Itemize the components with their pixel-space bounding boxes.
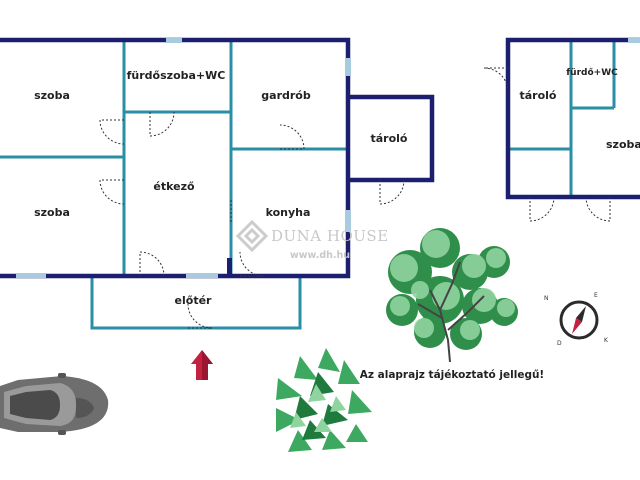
doors — [99, 111, 405, 329]
room-label-furdo-right: fürdő+WC — [566, 68, 618, 78]
watermark: DUNA HOUSE www.dh.hu — [235, 219, 389, 261]
outbuilding: tároló fürdő+WC szoba — [483, 37, 640, 222]
room-label-szoba-top: szoba — [34, 89, 70, 102]
entrance-arrow-icon — [191, 350, 213, 380]
compass-letter-e: E — [594, 292, 598, 299]
room-label-etkezo: étkező — [153, 180, 195, 193]
windows — [16, 38, 351, 278]
watermark-logo-icon — [235, 219, 269, 253]
room-label-konyha: konyha — [266, 206, 311, 219]
outbuilding-inner-walls — [510, 40, 616, 197]
watermark-url: www.dh.hu — [290, 250, 350, 261]
room-label-tarolo-center: tároló — [371, 132, 408, 145]
room-label-szoba-right: szoba — [606, 138, 640, 151]
tree-icon — [386, 228, 518, 363]
room-label-furdoszoba: fürdőszoba+WC — [127, 69, 226, 82]
watermark-brand: DUNA HOUSE — [271, 227, 389, 245]
compass-icon: N E D K — [544, 292, 609, 347]
bush-icon — [276, 348, 372, 452]
car-icon — [0, 373, 109, 435]
compass-letter-k: K — [604, 337, 609, 344]
room-label-eloter: előtér — [175, 294, 213, 307]
wall-stub — [227, 258, 232, 276]
disclaimer-note: Az alaprajz tájékoztató jellegű! — [360, 369, 544, 381]
main-house: szoba szoba fürdőszoba+WC gardrób étkező… — [0, 37, 435, 330]
compass-letter-n: N — [544, 295, 549, 302]
compass-letter-s: D — [557, 340, 562, 347]
outbuilding-window — [628, 38, 640, 43]
room-label-gardrob: gardrób — [261, 89, 311, 102]
room-label-tarolo-right: tároló — [520, 89, 557, 102]
room-label-szoba-bottom: szoba — [34, 206, 70, 219]
outbuilding-doors — [483, 67, 611, 222]
outbuilding-outer-walls — [505, 37, 640, 200]
